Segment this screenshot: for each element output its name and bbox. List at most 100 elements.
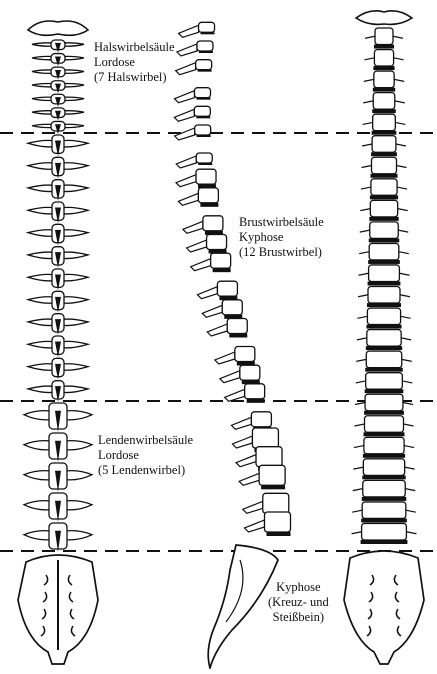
vertebral-body [252,428,278,448]
lumbar-vertebra-anterior [353,459,414,480]
lumbar-vertebra-anterior [353,480,416,501]
vertebral-body [372,157,397,174]
vertebral-body [256,447,282,467]
vertebral-body [196,169,216,184]
intervertebral-disc [369,217,398,221]
vertebral-body [366,351,402,368]
vertebral-body [363,480,406,497]
vertebral-body [207,235,227,250]
sacrum-anterior [344,551,424,664]
thoracic-vertebra-anterior [357,308,410,329]
thoracic-vertebra [28,358,88,379]
cervical-vertebra-anterior [363,93,405,114]
intervertebral-disc [213,268,231,272]
intervertebral-disc [366,325,401,329]
spinous-process [176,63,196,75]
cervical-vertebra-lateral [176,60,212,75]
thoracic-vertebra [28,224,88,245]
intervertebral-disc [369,238,400,242]
thoracic-vertebra [28,247,88,268]
vertebral-body [259,465,285,485]
cervical-vertebra-lateral [179,22,215,37]
vertebral-body [368,287,400,304]
vertebral-body [369,243,399,260]
vertebral-body [365,394,403,411]
cervical-vertebra-lateral [174,88,210,103]
spinous-process [187,240,207,252]
cervical-vertebra [32,54,84,67]
cervical-label: Halswirbelsäule Lordose (7 Halswirbel) [94,40,175,85]
thoracic-vertebra-anterior [356,373,413,394]
spinous-process [176,175,196,187]
vertebral-body [235,347,255,362]
thoracic-vertebra [28,202,88,223]
thoracic-vertebra [28,269,88,290]
sacral-region-name-cont: Steißbein) [268,610,329,625]
intervertebral-disc [372,109,396,113]
vertebral-body [203,216,223,231]
lumbar-vertebra-anterior [352,523,417,544]
vertebral-body [264,512,290,532]
thoracic-vertebra-lateral [183,216,223,235]
spinous-process [202,305,222,317]
spinous-process [191,259,211,271]
intervertebral-disc [198,70,212,72]
vertebral-body [217,281,237,296]
spinous-process [183,221,203,233]
thoracic-vertebra-lateral [176,169,216,188]
intervertebral-disc [364,432,405,436]
lumbar-vertebra-anterior [352,502,416,523]
intervertebral-disc [365,389,404,393]
lumbar-vertebra [24,433,92,462]
cervical-vertebra-anterior [365,28,403,49]
thoracic-vertebra-anterior [358,287,410,308]
vertebral-body [375,28,393,45]
spinous-process [174,109,194,121]
intervertebral-disc [365,368,403,372]
vertebral-body [222,300,242,315]
vertebral-body [251,412,271,427]
cervical-vertebra [32,40,84,53]
thoracic-vertebra-anterior [355,394,413,415]
thoracic-vertebra [28,135,88,156]
cervical-vertebra [32,121,84,134]
thoracic-vertebra [28,157,88,178]
intervertebral-disc [370,195,398,199]
vertebral-body [364,437,404,454]
lumbar-vertebra-lateral [239,465,285,489]
thoracic-vertebra-anterior [356,351,412,372]
thoracic-vertebra-anterior [359,243,409,264]
vertebral-body [196,60,212,70]
thoracic-vertebra-lateral [197,281,237,300]
intervertebral-disc [366,346,402,350]
thoracic-vertebra [28,291,88,312]
intervertebral-disc [373,88,395,92]
spinous-process [215,352,235,364]
intervertebral-disc [362,475,405,479]
intervertebral-disc [364,411,404,415]
spinous-process [231,417,251,429]
vertebral-body [373,114,396,131]
intervertebral-disc [198,163,212,165]
spinous-process [243,501,263,513]
lumbar-vertebra-lateral [244,512,290,536]
thoracic-vertebra [28,180,88,201]
vertebral-body [196,153,212,163]
cervical-region-name: Halswirbelsäule [94,40,175,55]
intervertebral-disc [371,174,398,178]
vertebral-body [367,330,401,347]
spinous-process [207,324,227,336]
intervertebral-disc [200,203,218,207]
vertebral-body [373,93,395,110]
vertebral-body [370,222,399,239]
sacral-region-name: (Kreuz- und [268,595,329,610]
vertebral-body [240,365,260,380]
lumbar-vertebra-count: (5 Lendenwirbel) [98,463,193,478]
spinous-process [174,91,194,103]
cervical-vertebra-anterior [362,157,407,178]
thoracic-vertebra-anterior [360,200,407,221]
thoracic-vertebra-lateral [191,253,231,272]
vertebral-body [370,200,397,217]
